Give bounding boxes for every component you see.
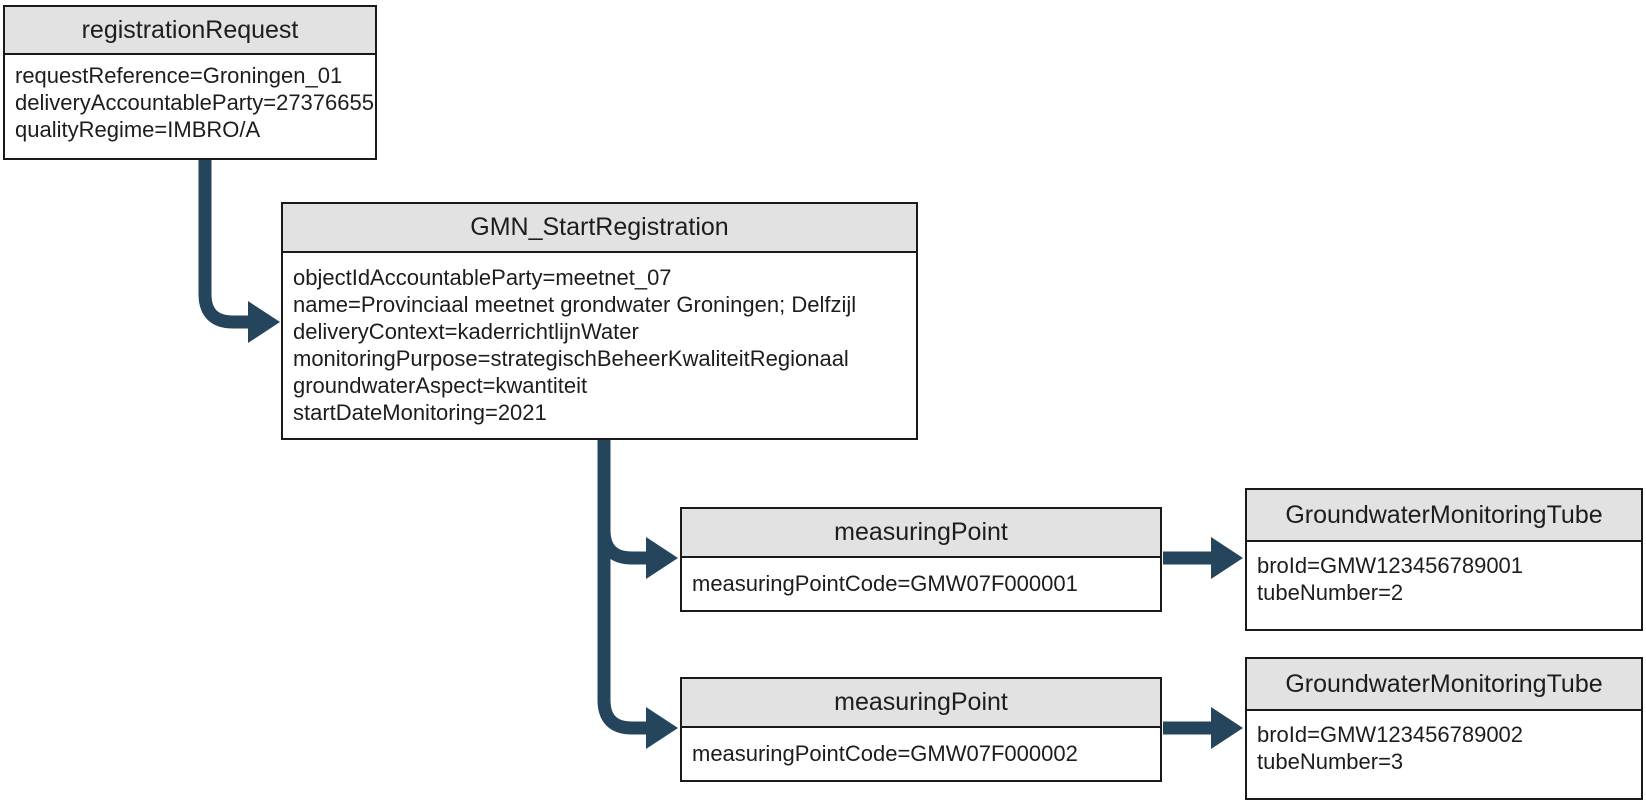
measuring-point-2-body: measuringPointCode=GMW07F000002 — [682, 728, 1160, 780]
groundwater-monitoring-tube-1-title: GroundwaterMonitoringTube — [1247, 490, 1641, 542]
arrow-measuring-point-2-to-tube-2 — [1163, 707, 1243, 749]
measuring-point-1-box: measuringPoint measuringPointCode=GMW07F… — [680, 507, 1162, 612]
groundwater-monitoring-tube-2-title: GroundwaterMonitoringTube — [1247, 659, 1641, 711]
arrow-registration-to-gmn — [198, 158, 280, 343]
gmn-start-registration-box: GMN_StartRegistration objectIdAccountabl… — [281, 202, 918, 440]
attribute-line: qualityRegime=IMBRO/A — [15, 117, 261, 142]
attribute-line: groundwaterAspect=kwantiteit — [293, 373, 588, 398]
attribute-line: broId=GMW123456789002 — [1257, 722, 1524, 747]
groundwater-monitoring-tube-1-box: GroundwaterMonitoringTube broId=GMW12345… — [1245, 488, 1643, 631]
groundwater-monitoring-tube-2-box: GroundwaterMonitoringTube broId=GMW12345… — [1245, 657, 1643, 800]
attribute-line: measuringPointCode=GMW07F000001 — [692, 571, 1078, 596]
arrow-measuring-point-1-to-tube-1 — [1163, 537, 1243, 579]
attribute-line: objectIdAccountableParty=meetnet_07 — [293, 265, 672, 290]
measuring-point-1-body: measuringPointCode=GMW07F000001 — [682, 558, 1160, 610]
attribute-line: tubeNumber=3 — [1257, 749, 1404, 774]
groundwater-monitoring-tube-2-body: broId=GMW123456789002 tubeNumber=3 — [1247, 711, 1641, 798]
registration-request-box: registrationRequest requestReference=Gro… — [3, 5, 377, 160]
measuring-point-1-title: measuringPoint — [682, 509, 1160, 558]
attribute-line: monitoringPurpose=strategischBeheerKwali… — [293, 346, 849, 371]
attribute-line: requestReference=Groningen_01 — [15, 63, 343, 88]
measuring-point-2-title: measuringPoint — [682, 679, 1160, 728]
groundwater-monitoring-tube-1-body: broId=GMW123456789001 tubeNumber=2 — [1247, 542, 1641, 629]
arrow-gmn-to-measuring-point-1 — [597, 438, 678, 579]
arrow-gmn-to-measuring-point-2 — [597, 438, 678, 749]
registration-request-title: registrationRequest — [5, 7, 375, 55]
attribute-line: tubeNumber=2 — [1257, 580, 1404, 605]
attribute-line: deliveryContext=kaderrichtlijnWater — [293, 319, 639, 344]
measuring-point-2-box: measuringPoint measuringPointCode=GMW07F… — [680, 677, 1162, 782]
gmn-start-registration-title: GMN_StartRegistration — [283, 204, 916, 253]
attribute-line: startDateMonitoring=2021 — [293, 400, 547, 425]
gmn-start-registration-body: objectIdAccountableParty=meetnet_07 name… — [283, 253, 916, 438]
attribute-line: deliveryAccountableParty=27376655 — [15, 90, 374, 115]
attribute-line: broId=GMW123456789001 — [1257, 553, 1524, 578]
attribute-line: name=Provinciaal meetnet grondwater Gron… — [293, 292, 857, 317]
attribute-line: measuringPointCode=GMW07F000002 — [692, 741, 1078, 766]
registration-request-body: requestReference=Groningen_01 deliveryAc… — [5, 55, 375, 158]
